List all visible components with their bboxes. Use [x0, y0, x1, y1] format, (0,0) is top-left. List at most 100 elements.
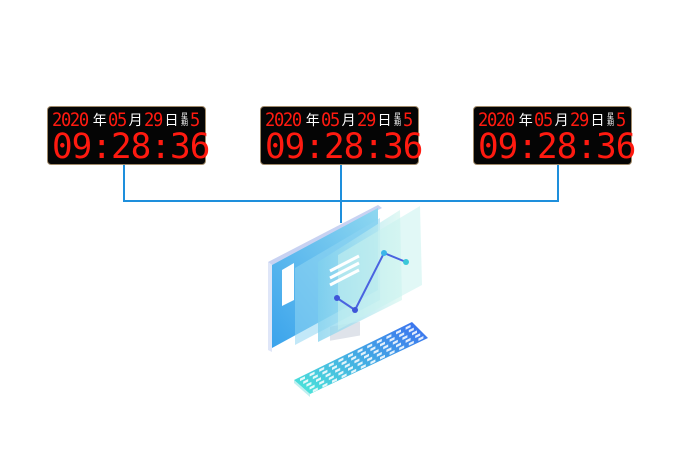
keyboard-key — [354, 358, 360, 364]
keyboard-key — [322, 369, 328, 375]
keyboard-key — [370, 359, 376, 365]
keyboard-key — [348, 365, 353, 371]
keyboard-key — [402, 335, 408, 341]
keyboard-key — [360, 350, 366, 356]
keyboard-key — [341, 373, 347, 379]
clock-year: 2020 — [52, 109, 89, 131]
keyboard-key — [392, 339, 398, 345]
keyboard-key — [405, 324, 411, 330]
keyboard-key — [316, 377, 321, 383]
connector-right — [557, 165, 559, 202]
clock-time: 09:28:36 — [52, 127, 210, 167]
keyboard-key — [306, 381, 312, 387]
keyboard-key — [376, 351, 382, 357]
clock-year: 2020 — [265, 109, 302, 131]
keyboard-key — [386, 334, 392, 340]
keyboard-key — [303, 379, 309, 384]
keyboard-key — [396, 329, 401, 335]
keyboard-key — [348, 352, 353, 358]
keyboard-key — [328, 362, 334, 368]
year-unit: 年 — [305, 113, 320, 129]
keyboard-key — [360, 364, 366, 370]
keyboard-key — [332, 365, 337, 370]
keyboard-key — [376, 338, 382, 344]
keyboard-key — [328, 375, 334, 381]
week-label-1: 星 — [181, 112, 189, 120]
keyboard-key — [341, 360, 347, 366]
keyboard-key — [344, 363, 350, 369]
keyboard-key — [364, 353, 369, 359]
keyboard-key — [312, 374, 318, 380]
connector-middle — [340, 165, 342, 223]
keyboard-key — [367, 343, 373, 349]
keyboard-key — [322, 382, 328, 388]
clock-year: 2020 — [478, 109, 515, 131]
keyboard-key — [405, 337, 411, 343]
keyboard-key — [380, 354, 385, 360]
keyboard-key — [325, 372, 331, 378]
keyboard-key — [412, 330, 417, 336]
clock-day: 29 — [356, 109, 376, 131]
keyboard-key — [319, 379, 325, 385]
clock-month: 05 — [533, 109, 553, 131]
week-label-2: 期 — [181, 119, 189, 127]
clock-month: 05 — [320, 109, 340, 131]
keyboard-key — [300, 376, 305, 382]
week-label: 星期 — [181, 113, 189, 127]
keyboard-key — [380, 341, 385, 347]
keyboard-key — [399, 332, 405, 338]
keyboard-key — [386, 347, 392, 353]
keyboard-key — [408, 327, 414, 333]
week-label-2: 期 — [607, 119, 615, 127]
keyboard-key — [338, 370, 344, 376]
week-label: 星期 — [607, 113, 615, 127]
month-unit: 月 — [554, 113, 569, 129]
clock-day: 29 — [569, 109, 589, 131]
month-unit: 月 — [128, 113, 143, 129]
keyboard-key — [309, 384, 315, 390]
keyboard-key — [357, 361, 363, 367]
connector-left — [123, 165, 125, 202]
year-unit: 年 — [92, 113, 107, 129]
connector-bus — [123, 200, 559, 202]
week-label-2: 期 — [394, 119, 402, 127]
clock-time: 09:28:36 — [478, 127, 636, 167]
keyboard-key — [389, 350, 395, 355]
keyboard-key — [396, 342, 401, 348]
month-unit: 月 — [341, 113, 356, 129]
week-label-1: 星 — [394, 112, 402, 120]
clock-month: 05 — [107, 109, 127, 131]
clock-weekday: 5 — [189, 109, 200, 131]
keyboard-key — [408, 340, 414, 346]
keyboard-key — [351, 355, 357, 361]
keyboard-key — [389, 336, 395, 342]
keyboard-key — [335, 367, 341, 373]
clock-day: 29 — [143, 109, 163, 131]
keyboard-key — [373, 349, 379, 355]
keyboard-key — [383, 344, 389, 350]
day-unit: 日 — [590, 113, 605, 129]
keyboard-key — [319, 366, 325, 372]
keyboard-key — [351, 368, 357, 374]
keyboard-key — [357, 348, 363, 354]
day-unit: 日 — [164, 113, 179, 129]
keyboard-key — [418, 336, 424, 341]
keyboard-key — [332, 378, 337, 384]
clock-weekday: 5 — [402, 109, 413, 131]
clock-weekday: 5 — [615, 109, 626, 131]
keyboard-key — [415, 333, 421, 339]
week-label-1: 星 — [607, 112, 615, 120]
clock-time: 09:28:36 — [265, 127, 423, 167]
day-unit: 日 — [377, 113, 392, 129]
keyboard-key — [399, 345, 405, 351]
keyboard-key — [309, 371, 315, 377]
keyboard-key — [367, 356, 373, 362]
keyboard-key — [338, 357, 344, 363]
week-label: 星期 — [394, 113, 402, 127]
keyboard-key — [312, 387, 318, 393]
keyboard-key — [370, 346, 376, 352]
